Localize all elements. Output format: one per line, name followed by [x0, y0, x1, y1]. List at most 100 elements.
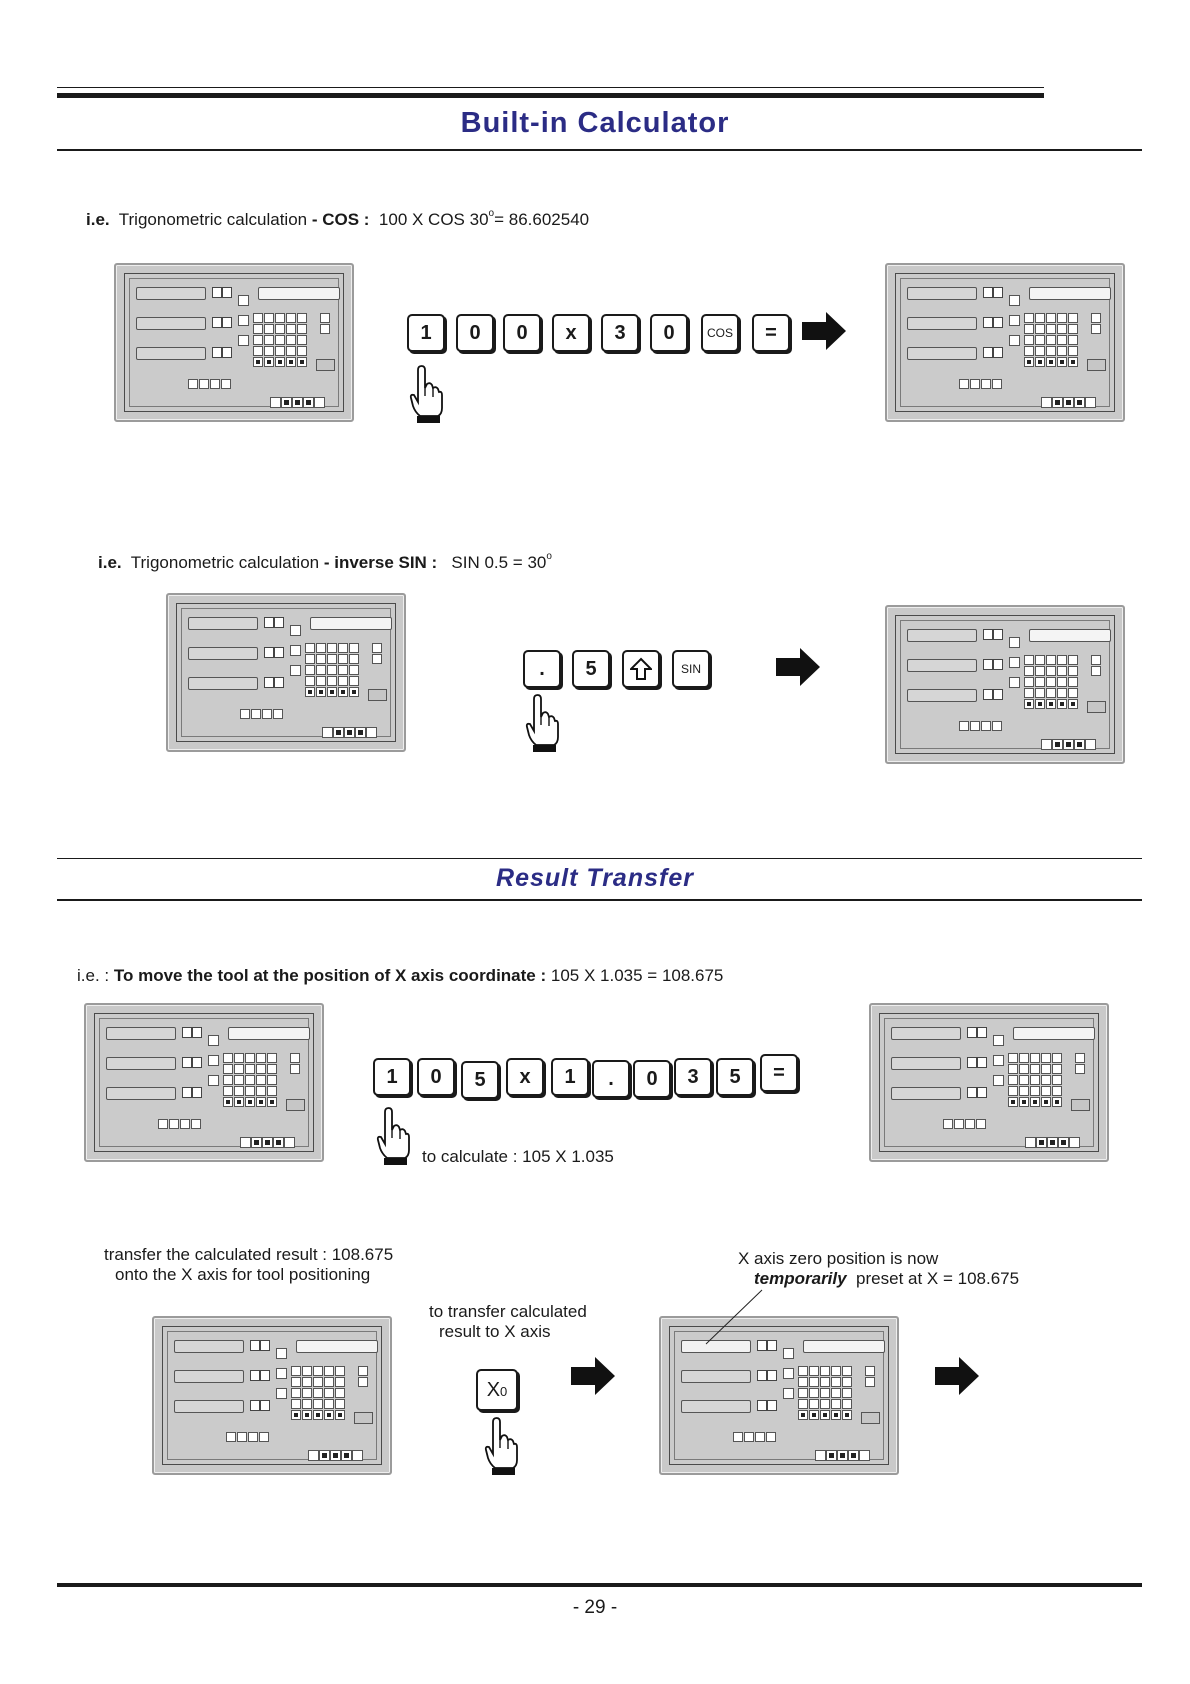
key-0[interactable]: 0 — [650, 314, 688, 352]
keypad-key — [335, 1410, 345, 1420]
keypad-key — [349, 643, 359, 653]
dro-inner-frame — [884, 1018, 1095, 1148]
key-0[interactable]: 0 — [633, 1060, 671, 1098]
key-cos[interactable]: COS — [701, 314, 739, 352]
keypad-key — [335, 1399, 345, 1409]
function-button — [1087, 359, 1106, 371]
key-0[interactable]: 0 — [417, 1058, 455, 1096]
key-equals[interactable]: = — [760, 1054, 798, 1092]
keypad-key — [1057, 335, 1067, 345]
soft-key — [1041, 397, 1052, 408]
key-0[interactable]: 0 — [456, 314, 494, 352]
section-title-result-transfer: Result Transfer — [496, 864, 694, 892]
key-3[interactable]: 3 — [674, 1058, 712, 1096]
keypad-key — [275, 357, 285, 367]
status-light — [1009, 657, 1020, 668]
keypad-key — [324, 1388, 334, 1398]
status-light — [1009, 335, 1020, 346]
keypad-key — [286, 324, 296, 334]
keypad-key — [820, 1377, 830, 1387]
keypad-key — [358, 1366, 368, 1376]
key-5[interactable]: 5 — [461, 1061, 499, 1099]
keypad-key — [1057, 357, 1067, 367]
key-3[interactable]: 3 — [601, 314, 639, 352]
transfer-note-right-2: temporarily preset at X = 108.675 — [754, 1269, 1020, 1288]
calculator-display — [228, 1027, 310, 1040]
keypad-key — [223, 1064, 233, 1074]
keypad-key — [327, 654, 337, 664]
axis-display — [907, 689, 977, 702]
keypad-key — [1019, 1097, 1029, 1107]
soft-key — [859, 1450, 870, 1461]
keypad-key — [798, 1410, 808, 1420]
key-5[interactable]: 5 — [716, 1058, 754, 1096]
function-button — [368, 689, 387, 701]
shift-arrow-icon — [630, 657, 652, 680]
keypad-key — [1091, 655, 1101, 665]
axis-display — [891, 1087, 961, 1100]
status-light — [1009, 315, 1020, 326]
dro-panel — [84, 1003, 324, 1162]
soft-key — [1036, 1137, 1047, 1148]
keypad-key — [256, 1053, 266, 1063]
key-sin[interactable]: SIN — [672, 650, 710, 688]
soft-key — [240, 1137, 251, 1148]
function-button — [1087, 701, 1106, 713]
status-light — [993, 1035, 1004, 1046]
key-equals[interactable]: = — [752, 314, 790, 352]
key-decimal-point[interactable]: . — [592, 1060, 630, 1098]
axis-display — [106, 1057, 176, 1070]
keypad-key — [1068, 655, 1078, 665]
keypad-key — [1008, 1097, 1018, 1107]
keypad-key — [253, 313, 263, 323]
axis-zero-button — [983, 347, 993, 358]
keypad-key — [327, 687, 337, 697]
key-x-zero[interactable]: X0 — [476, 1369, 518, 1411]
keypad-key — [324, 1377, 334, 1387]
status-light — [238, 335, 249, 346]
function-button — [286, 1099, 305, 1111]
dro-inner-frame — [167, 1331, 378, 1461]
mode-key — [744, 1432, 754, 1442]
key-1[interactable]: 1 — [551, 1058, 589, 1096]
axis-display — [907, 287, 977, 300]
keypad-key — [320, 313, 330, 323]
key-5[interactable]: 5 — [572, 650, 610, 688]
soft-key — [1052, 397, 1063, 408]
keypad-key — [223, 1086, 233, 1096]
axis-display — [106, 1087, 176, 1100]
keypad-key — [1046, 335, 1056, 345]
mode-key — [959, 721, 969, 731]
mode-key — [981, 379, 991, 389]
keypad-key — [286, 335, 296, 345]
axis-display — [136, 347, 206, 360]
axis-zero-button — [757, 1370, 767, 1381]
keypad-key — [1030, 1086, 1040, 1096]
keypad-key — [245, 1097, 255, 1107]
key-multiply[interactable]: x — [552, 314, 590, 352]
keypad-key — [234, 1086, 244, 1096]
dro-frame — [895, 615, 1115, 754]
mode-key — [755, 1432, 765, 1442]
status-light — [208, 1035, 219, 1046]
function-button — [1071, 1099, 1090, 1111]
key-1[interactable]: 1 — [373, 1058, 411, 1096]
keypad-key — [1068, 677, 1078, 687]
function-button — [861, 1412, 880, 1424]
dro-panel — [869, 1003, 1109, 1162]
soft-key — [1025, 1137, 1036, 1148]
keypad-key — [1030, 1053, 1040, 1063]
keypad-key — [297, 346, 307, 356]
axis-display — [681, 1370, 751, 1383]
soft-key — [262, 1137, 273, 1148]
key-shift[interactable] — [622, 650, 660, 688]
axis-display — [681, 1340, 751, 1353]
mode-key — [251, 709, 261, 719]
key-decimal-point[interactable]: . — [523, 650, 561, 688]
keypad-key — [1030, 1064, 1040, 1074]
key-1[interactable]: 1 — [407, 314, 445, 352]
key-0[interactable]: 0 — [503, 314, 541, 352]
cos-example-line: i.e. Trigonometric calculation - COS : 1… — [86, 208, 590, 229]
keypad-key — [1091, 313, 1101, 323]
key-multiply[interactable]: x — [506, 1058, 544, 1096]
